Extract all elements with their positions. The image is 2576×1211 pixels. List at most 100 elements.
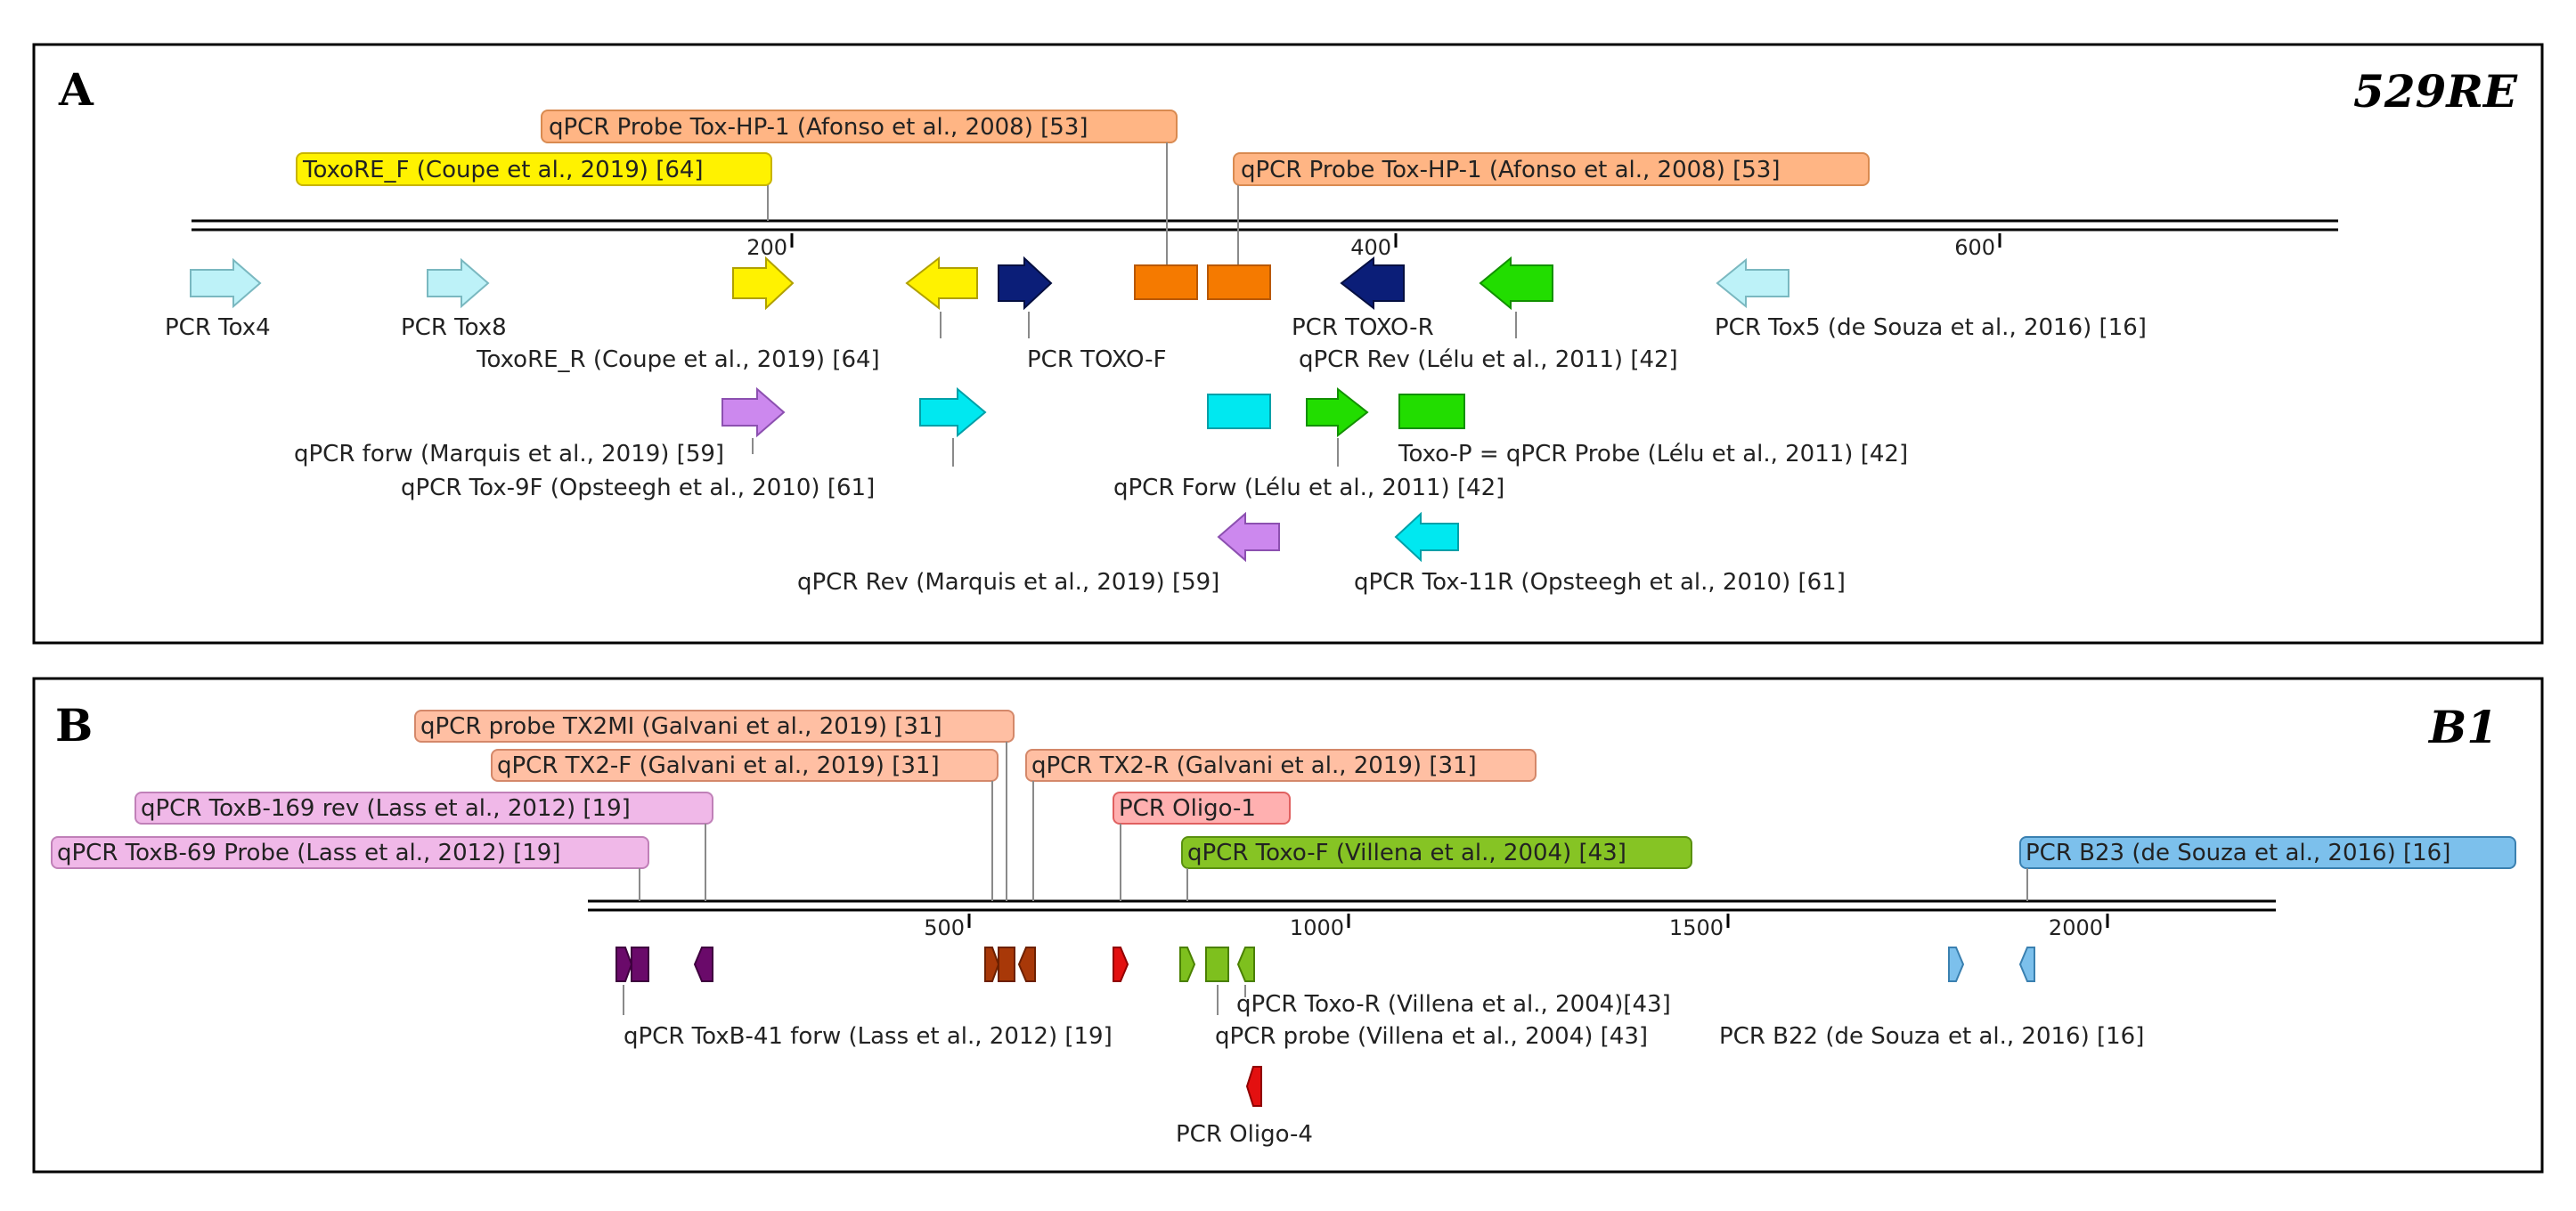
feature-pcr-toxo-r-arrow [1340,256,1405,311]
panel-b-tick-label-1000: 1000 [1290,915,1344,940]
feature-probe-tox-hp1-b-label-box [1233,152,1870,186]
feature-qpcr-toxo-r-villena-arrow [1236,947,1255,982]
panel-b-tick-1000: 1000 [1290,914,1350,940]
feature-qpcr-forw-marquis: qPCR forw (Marquis et al., 2019) [59] [294,386,786,467]
feature-tx2-f: qPCR TX2-F (Galvani et al., 2019) [31] [491,749,1000,982]
feature-toxb-169-rev-arrow [693,947,713,982]
panel-a-tick-400: 400 [1350,233,1398,260]
feature-tx2-f-label-box [491,749,999,782]
feature-qpcr-forw-lelu-arrow [1306,386,1369,438]
feature-qpcr-probe-villena: qPCR probe (Villena et al., 2004) [43] [1205,947,1648,1050]
feature-qpcr-rev-lelu: qPCR Rev (Lélu et al., 2011) [42] [1299,256,1678,373]
feature-qpcr-toxo-f-villena-arrow [1179,947,1196,982]
feature-qpcr-forw-lelu: qPCR Forw (Lélu et al., 2011) [42] [1113,386,1504,501]
feature-toxore-r: ToxoRE_R (Coupe et al., 2019) [64] [476,256,978,373]
feature-pcr-b22-arrow [1948,947,1965,982]
panel-a-tick-label-200: 200 [746,235,787,260]
feature-toxb-69-probe: qPCR ToxB-69 Probe (Lass et al., 2012) [… [51,836,649,982]
feature-pcr-b23-arrow [2018,947,2035,982]
feature-qpcr-forw-lelu-label: qPCR Forw (Lélu et al., 2011) [42] [1113,475,1504,501]
feature-pcr-b23-label: PCR B23 (de Souza et al., 2016) [16] [2026,840,2450,866]
panel-b-sequence-line [588,899,2276,912]
feature-tx2-f-arrow [984,947,1000,982]
feature-pcr-oligo-1-arrow [1113,947,1129,982]
panel-b-title: B1 [2427,701,2498,753]
feature-qpcr-toxo-f-villena-label: qPCR Toxo-F (Villena et al., 2004) [43] [1187,840,1626,866]
panel-b-tick-label-500: 500 [924,915,965,940]
feature-toxore-r-arrow [905,256,978,311]
feature-pcr-oligo-4-label: PCR Oligo-4 [1176,1121,1313,1148]
panel-b: B B1 500 1000 1500 2000 qPCR ToxB-69 Pro… [32,677,2544,1174]
panel-a: A 529RE 200 400 600 PCR Tox4 PCR Tox8 [32,43,2544,645]
feature-pcr-b23-label-box [2019,836,2516,869]
feature-probe-tox-hp1-a-label-box [541,110,1178,143]
panel-a-tick-label-400: 400 [1350,235,1391,260]
feature-pcr-oligo-1-label-box [1113,792,1291,825]
feature-qpcr-toxo-f-villena-label-box [1181,836,1692,869]
feature-pcr-tox8: PCR Tox8 [401,257,507,341]
feature-toxore-f-label-box [296,152,772,186]
feature-pcr-tox5-label: PCR Tox5 (de Souza et al., 2016) [16] [1715,314,2147,341]
feature-toxb-41-forw-label: qPCR ToxB-41 forw (Lass et al., 2012) [1… [624,1023,1113,1050]
feature-pcr-b22: PCR B22 (de Souza et al., 2016) [16] [1719,947,2144,1050]
feature-tx2mi-probe-label: qPCR probe TX2MI (Galvani et al., 2019) … [420,713,942,740]
feature-qpcr-toxo-r-villena: qPCR Toxo-R (Villena et al., 2004)[43] [1236,947,1671,1018]
panel-b-letter: B [55,699,93,752]
feature-pcr-tox4-label: PCR Tox4 [165,314,271,341]
feature-qpcr-toxo-r-villena-label: qPCR Toxo-R (Villena et al., 2004)[43] [1236,991,1671,1018]
feature-qpcr-probe-villena-box [1205,947,1229,982]
feature-tx2-r-label-box [1025,749,1537,782]
feature-toxb-69-probe-label-box [51,836,649,869]
feature-pcr-tox5-arrow [1716,257,1789,309]
feature-qpcr-rev-marquis: qPCR Rev (Marquis et al., 2019) [59] [797,511,1280,596]
feature-tx2mi-probe: qPCR probe TX2MI (Galvani et al., 2019) … [414,710,1015,982]
feature-cyan-box-shape [1207,394,1271,429]
feature-qpcr-toxo-f-villena: qPCR Toxo-F (Villena et al., 2004) [43] [1179,836,1692,982]
panel-b-tick-1500: 1500 [1669,914,1730,940]
feature-pcr-toxo-r-label: PCR TOXO-R [1292,314,1434,341]
feature-pcr-oligo-4-arrow [1245,1066,1262,1107]
feature-tx2-r-arrow [1017,947,1036,982]
panel-a-frame [32,43,2544,645]
feature-pcr-toxo-f-arrow [998,256,1053,311]
feature-pcr-toxo-f: PCR TOXO-F [998,256,1167,373]
feature-qpcr-tox-11r-arrow [1394,511,1459,563]
feature-toxo-p-probe-label: Toxo-P = qPCR Probe (Lélu et al., 2011) … [1398,441,1908,467]
feature-probe-tox-hp1-b: qPCR Probe Tox-HP-1 (Afonso et al., 2008… [1207,152,1870,300]
feature-pcr-tox8-arrow [427,257,490,309]
panel-b-tick-500: 500 [924,914,971,940]
feature-qpcr-rev-marquis-label: qPCR Rev (Marquis et al., 2019) [59] [797,569,1219,596]
feature-tx2mi-probe-box [998,947,1015,982]
feature-probe-tox-hp1-a: qPCR Probe Tox-HP-1 (Afonso et al., 2008… [541,110,1198,300]
panel-b-tick-label-1500: 1500 [1669,915,1724,940]
feature-pcr-oligo-1: PCR Oligo-1 [1113,792,1291,982]
panel-b-tick-label-2000: 2000 [2049,915,2103,940]
feature-qpcr-tox-9f-arrow [919,386,987,438]
feature-toxore-f-label: ToxoRE_F (Coupe et al., 2019) [64] [302,157,704,183]
feature-pcr-b23: PCR B23 (de Souza et al., 2016) [16] [2018,836,2516,982]
feature-probe-tox-hp1-b-label: qPCR Probe Tox-HP-1 (Afonso et al., 2008… [1241,157,1780,183]
panel-b-tick-2000: 2000 [2049,914,2109,940]
feature-qpcr-tox-11r-label: qPCR Tox-11R (Opsteegh et al., 2010) [61… [1354,569,1846,596]
feature-toxb-169-rev-label-box [135,792,713,825]
feature-qpcr-rev-lelu-label: qPCR Rev (Lélu et al., 2011) [42] [1299,346,1678,373]
feature-pcr-tox4-arrow [190,257,262,309]
panel-a-tick-label-600: 600 [1954,235,1995,260]
feature-probe-tox-hp1-a-box [1134,264,1198,300]
feature-qpcr-tox-9f-label: qPCR Tox-9F (Opsteegh et al., 2010) [61] [401,475,875,501]
panel-a-letter: A [58,63,94,116]
feature-toxore-f-arrow [732,256,795,311]
feature-tx2mi-probe-label-box [414,710,1015,743]
feature-probe-tox-hp1-b-box [1207,264,1271,300]
feature-cyan-box [1207,394,1271,429]
feature-pcr-tox5: PCR Tox5 (de Souza et al., 2016) [16] [1715,257,2147,341]
feature-qpcr-forw-marquis-label: qPCR forw (Marquis et al., 2019) [59] [294,441,724,467]
feature-toxore-r-label: ToxoRE_R (Coupe et al., 2019) [64] [476,346,880,373]
feature-pcr-oligo-1-label: PCR Oligo-1 [1119,795,1256,822]
feature-toxb-169-rev-label: qPCR ToxB-169 rev (Lass et al., 2012) [1… [141,795,631,822]
feature-qpcr-tox-11r: qPCR Tox-11R (Opsteegh et al., 2010) [61… [1354,511,1846,596]
panel-a-sequence-line [192,219,2338,232]
feature-toxore-f: ToxoRE_F (Coupe et al., 2019) [64] [296,152,795,311]
feature-pcr-tox4: PCR Tox4 [165,257,271,341]
